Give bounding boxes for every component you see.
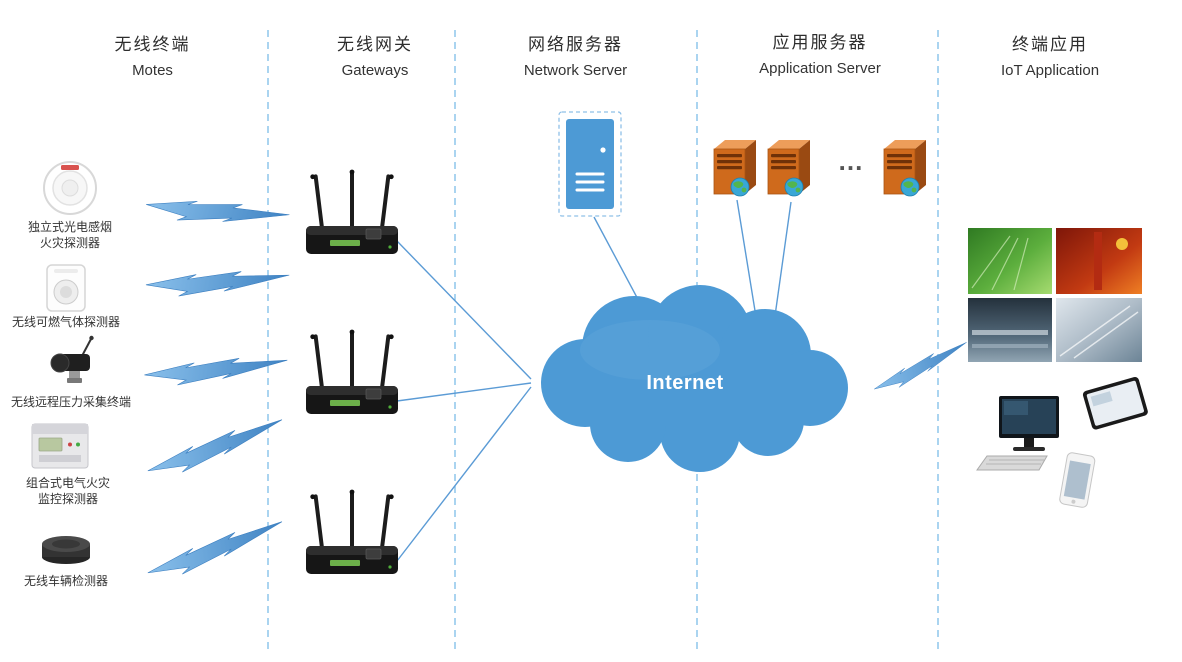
app-server-tower-icon — [713, 139, 757, 197]
desktop-computer-icon — [976, 396, 1059, 471]
mote-label-smoke-detector: 独立式光电感烟 火灾探测器 — [8, 219, 132, 251]
mote-label-line: 火灾探测器 — [39, 236, 100, 250]
lightning-bolt-icon — [143, 419, 288, 478]
mote-label-vehicle-detector: 无线车辆检测器 — [8, 573, 124, 589]
mote-label-pressure-terminal: 无线远程压力采集终端 — [0, 394, 142, 410]
greenhouse-photo — [968, 228, 1052, 294]
gateway-router-icon — [305, 169, 399, 255]
iot-application-photos — [968, 228, 1142, 362]
column-dividers — [267, 30, 939, 650]
lightning-bolt-icon — [868, 342, 974, 394]
column-header-motes: 无线终端 Motes — [55, 30, 250, 79]
vehicle-detector-icon — [42, 536, 90, 564]
column-title-en: IoT Application — [1000, 62, 1100, 79]
mote-label-line: 无线车辆检测器 — [23, 574, 108, 588]
gateway-router-icon — [305, 489, 399, 575]
column-title-en: Motes — [132, 62, 173, 79]
gas-detector-icon — [46, 264, 86, 312]
app-server2-to-cloud-line — [773, 201, 792, 324]
column-title-en: Gateways — [341, 62, 409, 79]
mote-label-line: 无线远程压力采集终端 — [10, 395, 131, 409]
column-title-en: Network Server — [523, 62, 628, 79]
internet-cloud-label: Internet — [646, 372, 724, 394]
mote-label-line: 监控探测器 — [37, 492, 98, 506]
mote-label-gas-detector: 无线可燃气体探测器 — [0, 314, 132, 330]
app-server-tower-icon — [883, 139, 927, 197]
electrical-fire-monitor-icon — [31, 423, 89, 469]
smartphone-icon — [1059, 452, 1096, 508]
column-title-zh: 无线网关 — [337, 35, 413, 54]
gateway-routers — [305, 169, 399, 575]
workshop-photo — [1056, 298, 1142, 362]
internet-cloud — [541, 285, 848, 472]
column-header-application-server: 应用服务器 Application Server — [705, 28, 935, 77]
column-title-zh: 终端应用 — [1012, 35, 1088, 54]
pressure-sensor-icon — [50, 335, 94, 383]
mote-label-line: 无线可燃气体探测器 — [11, 315, 120, 329]
column-title-zh: 无线终端 — [114, 35, 191, 54]
column-header-network-server: 网络服务器 Network Server — [478, 30, 673, 79]
gateway3-to-cloud-line — [396, 386, 532, 562]
mote-label-line: 独立式光电感烟 — [27, 220, 112, 234]
gateway1-to-cloud-line — [396, 240, 532, 380]
column-title-en: Application Server — [759, 60, 881, 77]
app-server1-to-cloud-line — [736, 199, 758, 324]
lightning-bolt-icon — [143, 521, 288, 580]
lightning-bolt-icon — [143, 342, 288, 399]
mote-label-line: 组合式电气火灾 — [25, 476, 110, 490]
application-servers — [713, 139, 927, 197]
column-header-gateways: 无线网关 Gateways — [280, 30, 470, 79]
app-server-ellipsis: … — [837, 146, 867, 176]
tablet-icon — [1082, 376, 1148, 430]
column-title-zh: 网络服务器 — [528, 35, 623, 54]
column-title-zh: 应用服务器 — [772, 33, 868, 52]
gateway-router-icon — [305, 329, 399, 415]
smoke-detector-icon — [43, 161, 97, 215]
mote-label-electrical-fire-monitor: 组合式电气火灾 监控探测器 — [6, 475, 130, 507]
gateway2-to-cloud-line — [396, 382, 532, 402]
app-server-tower-icon — [767, 139, 811, 197]
column-header-iot-application: 终端应用 IoT Application — [945, 30, 1155, 79]
network-server-icon — [558, 111, 622, 217]
